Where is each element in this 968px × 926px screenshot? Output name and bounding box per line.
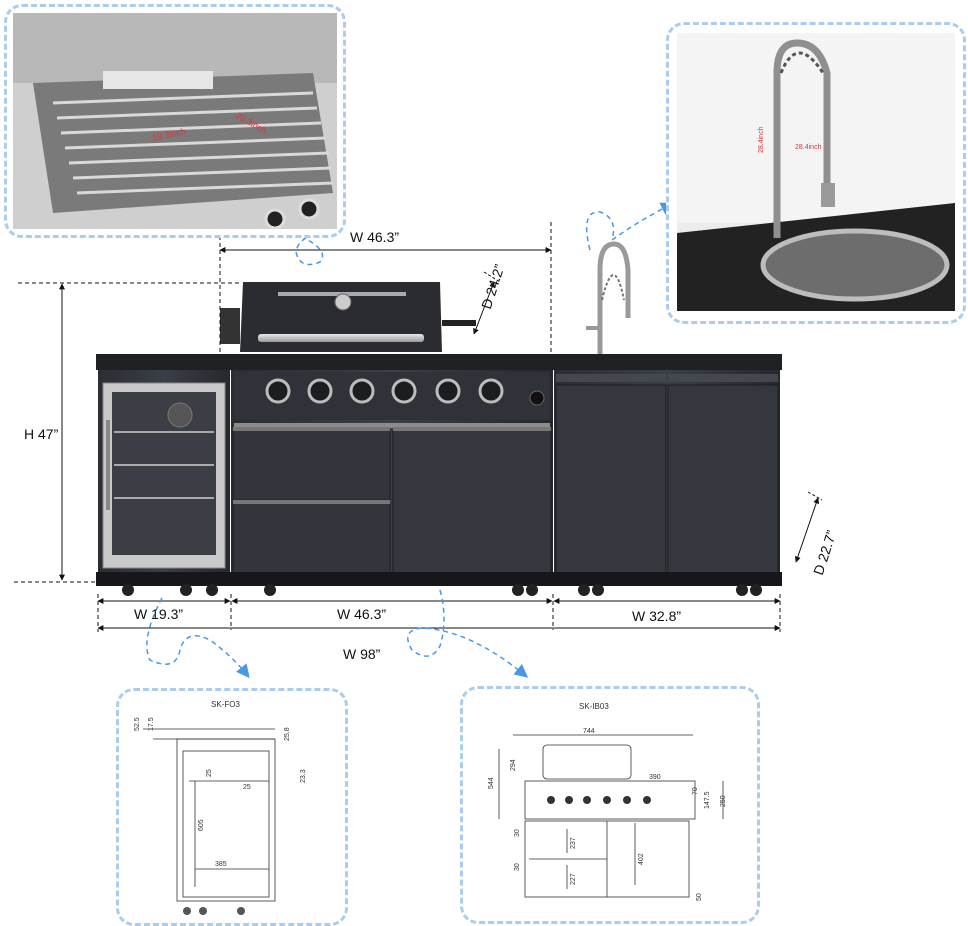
caster-wheels: [122, 584, 762, 596]
faucet-sink-photo: 28.4inch 28.4inch: [677, 33, 955, 311]
fridge-dim: 23.3: [300, 769, 307, 783]
knob-icon: [307, 378, 333, 404]
grill-dim: 744: [583, 728, 595, 735]
faucet-photo-label: 28.4inch: [758, 126, 765, 153]
grill-width-label: W 46.3”: [350, 229, 400, 245]
faucet-icon: [597, 241, 631, 354]
dimension-lines: [14, 222, 823, 632]
faucet-photo-label: 28.4inch: [795, 144, 822, 151]
grill-dim: 30: [514, 863, 521, 871]
knob-icon: [623, 796, 631, 804]
fridge-technical-drawing: SK-FO3 52.5 17.5 25.8 23.3 25 25 605 385: [134, 700, 307, 915]
burner-knobs: [265, 378, 545, 406]
grill-dim: 30: [514, 829, 521, 837]
grill-interior-callout: 19.3inch 20.3inch: [4, 4, 346, 238]
knob-icon: [264, 208, 286, 229]
grill-technical-drawing: SK-IB03 744 294 544 390 70: [488, 702, 727, 901]
fridge-dim: 52.5: [134, 717, 141, 731]
fridge-drawing-callout: SK-FO3 52.5 17.5 25.8 23.3 25 25 605 385: [116, 688, 348, 926]
fridge-fan-icon: [167, 402, 193, 428]
knob-icon: [643, 796, 651, 804]
knob-icon: [603, 796, 611, 804]
faucet-sink-callout: 28.4inch 28.4inch: [666, 22, 966, 324]
knob-icon: [265, 378, 291, 404]
grill-dim: 294: [510, 759, 517, 771]
sink-width-label: W 32.8”: [632, 608, 682, 624]
grill-dim: 544: [488, 777, 495, 789]
grill-model-label: SK-IB03: [579, 702, 609, 711]
grill-dim: 250: [720, 795, 727, 807]
grill-door: [392, 429, 552, 574]
drawer-bottom: [232, 502, 391, 574]
fridge-dim: 605: [198, 819, 205, 831]
sink-door-left: [555, 384, 667, 576]
knob-icon: [547, 796, 555, 804]
countertop: [96, 354, 782, 370]
fridge-dim: 17.5: [148, 717, 155, 731]
knob-icon: [565, 796, 573, 804]
sink-door-right: [667, 384, 779, 576]
knob-icon: [583, 796, 591, 804]
height-label: H 47”: [24, 426, 59, 442]
knob-icon: [435, 378, 461, 404]
grill-dim: 390: [649, 774, 661, 781]
knob-icon: [478, 378, 504, 404]
fridge-dim: 25: [206, 769, 213, 777]
fridge-dim: 25.8: [284, 727, 291, 741]
grill-dim: 402: [638, 853, 645, 865]
callout-arrows: [146, 202, 675, 679]
fridge-glass: [112, 392, 216, 555]
knob-icon: [298, 198, 320, 220]
fridge-dim: 25: [243, 784, 251, 791]
knob-icon: [349, 378, 375, 404]
total-width-label: W 98”: [343, 646, 381, 662]
grill-dim: 237: [570, 837, 577, 849]
fridge-dim: 385: [215, 861, 227, 868]
fridge-width-label: W 19.3”: [134, 606, 184, 622]
grill-dim: 50: [696, 893, 703, 901]
grill-dim: 70: [692, 787, 699, 795]
grill-interior-photo: 19.3inch 20.3inch: [13, 13, 337, 229]
grill-handle: [258, 334, 424, 342]
fridge-model-label: SK-FO3: [211, 700, 240, 709]
drawer-top: [232, 429, 391, 501]
faucet-icon: [773, 39, 831, 238]
igniter-icon: [529, 390, 545, 406]
grill-drawing-callout: SK-IB03 744 294 544 390 70: [460, 686, 760, 924]
grill-dim: 227: [570, 873, 577, 885]
knob-icon: [391, 378, 417, 404]
grill-dim: 147.5: [704, 791, 711, 809]
sink-basin-icon: [760, 228, 950, 302]
center-width-label: W 46.3”: [337, 606, 387, 622]
